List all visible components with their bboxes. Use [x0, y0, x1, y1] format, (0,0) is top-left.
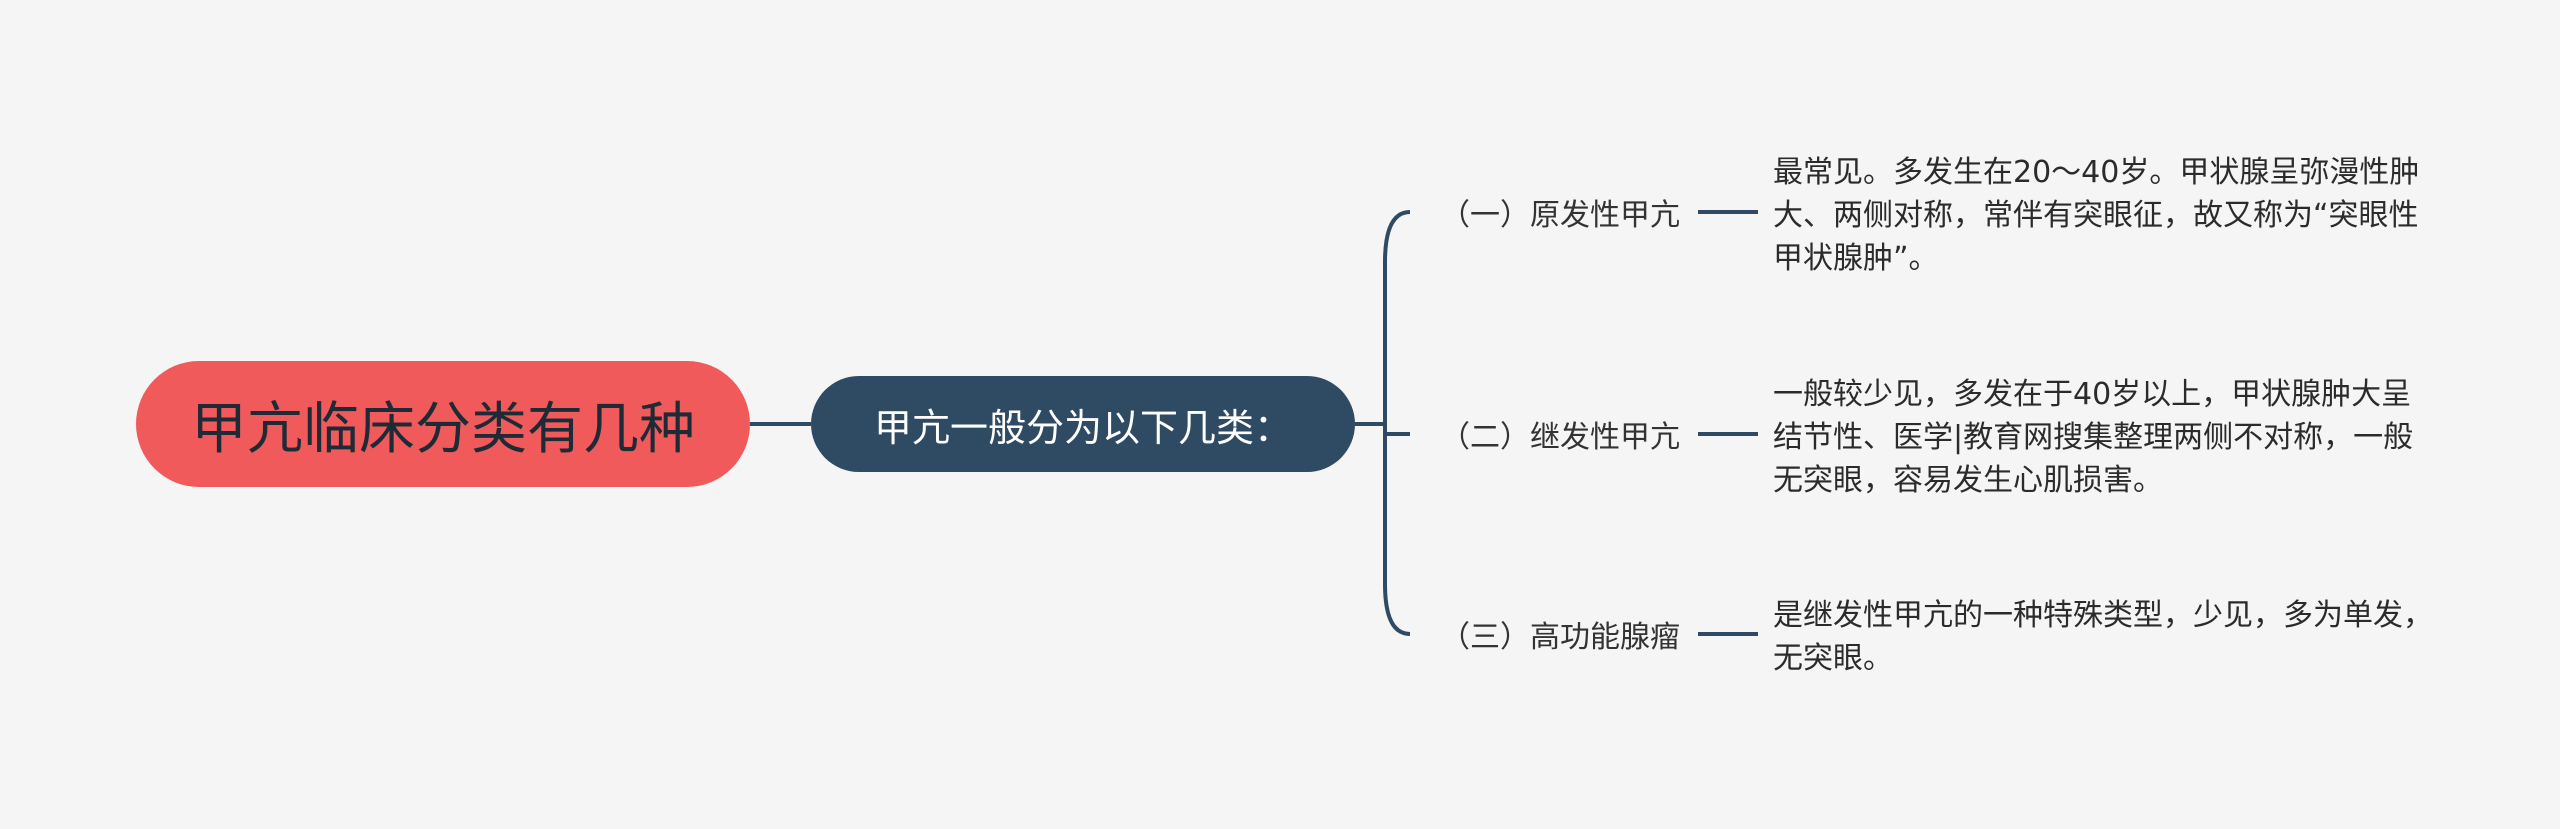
branch-topic-1[interactable]: （一）原发性甲亢: [1440, 187, 1680, 237]
branch-3-label: （三）高功能腺瘤: [1440, 620, 1680, 655]
hub-topic[interactable]: 甲亢一般分为以下几类：: [811, 376, 1355, 472]
branch-3-detail[interactable]: 是继发性甲亢的一种特殊类型，少见，多为单发，无突眼。: [1773, 598, 2433, 676]
hub-topic-label: 甲亢一般分为以下几类：: [873, 405, 1292, 450]
root-topic[interactable]: 甲亢临床分类有几种: [136, 361, 750, 487]
branch-2-detail[interactable]: 一般较少见，多发在于40岁以上，甲状腺肿大呈结节性、医学|教育网搜集整理两侧不对…: [1773, 377, 2414, 498]
branch-2-label: （二）继发性甲亢: [1440, 420, 1680, 455]
root-topic-label: 甲亢临床分类有几种: [191, 396, 695, 462]
branch-1-detail[interactable]: 最常见。多发生在20～40岁。甲状腺呈弥漫性肿大、两侧对称，常伴有突眼征，故又称…: [1773, 155, 2420, 276]
branch-topic-3[interactable]: （三）高功能腺瘤: [1440, 609, 1680, 659]
branch-topic-2[interactable]: （二）继发性甲亢: [1440, 409, 1680, 459]
branch-bracket: [1383, 210, 1411, 636]
branch-1-label: （一）原发性甲亢: [1440, 198, 1680, 233]
